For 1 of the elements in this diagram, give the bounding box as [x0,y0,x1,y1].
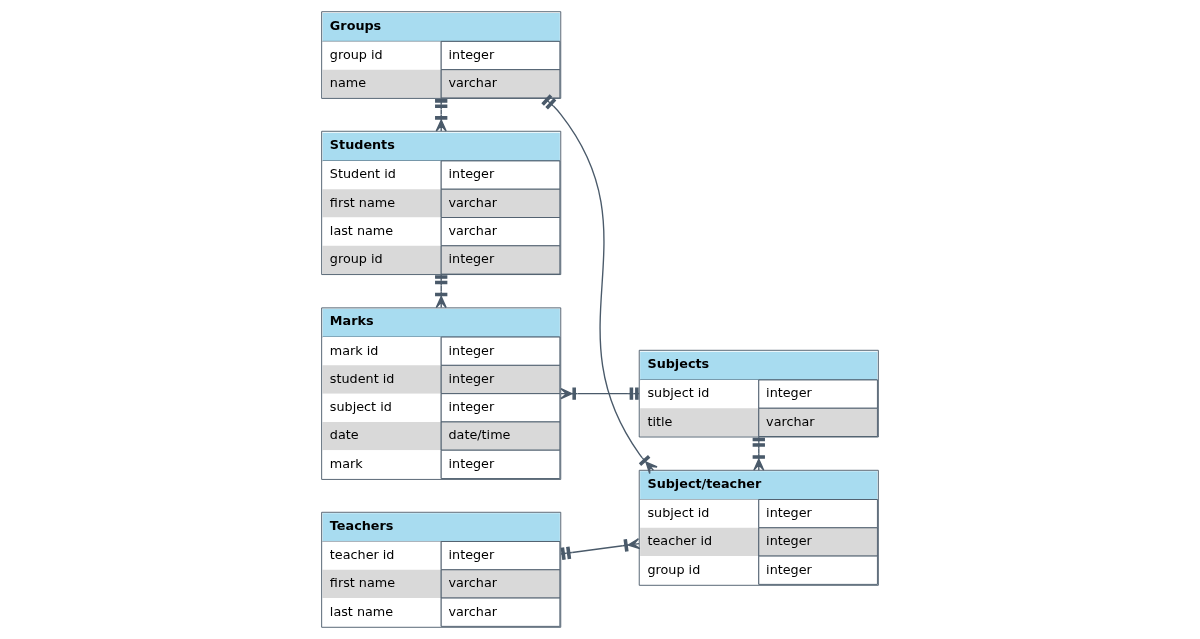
connector [541,94,658,475]
